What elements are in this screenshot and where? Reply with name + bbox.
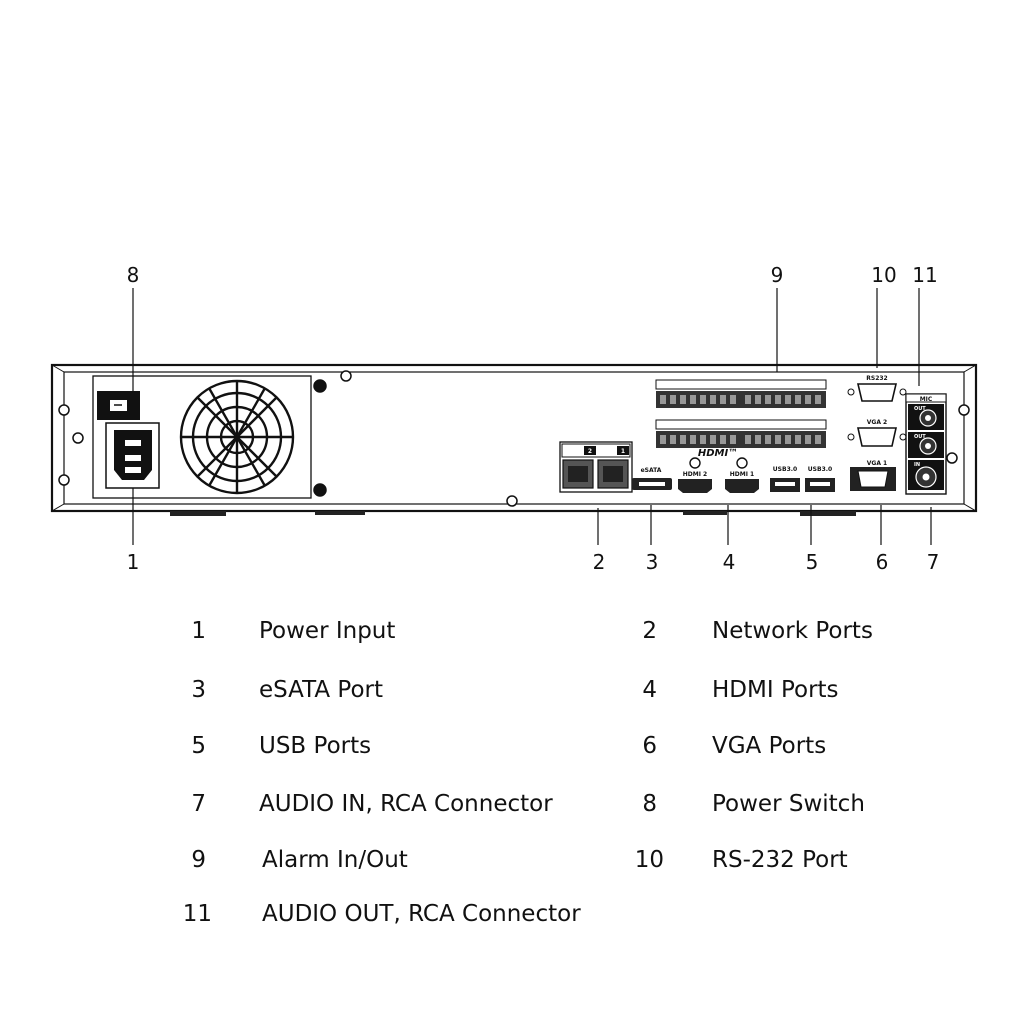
legend-number: 4 (642, 677, 657, 703)
audio-panel: MIC OUT OUT IN (905, 393, 947, 495)
legend-number: 1 (191, 618, 206, 644)
legend-label: VGA Ports (712, 733, 827, 759)
rs232-label: RS232 (866, 375, 887, 382)
legend-number: 8 (642, 791, 657, 817)
legend-number: 3 (191, 677, 206, 703)
vga1-label: VGA 1 (867, 460, 887, 467)
legend-label: USB Ports (259, 733, 372, 759)
callout-3: 3 (646, 550, 659, 574)
callout-2: 2 (593, 550, 606, 574)
vga-port-1[interactable] (857, 470, 889, 488)
screw (340, 370, 352, 382)
net-port-2-label: 2 (588, 448, 592, 455)
alarm-terminal-blocks (655, 379, 827, 448)
legend-number: 7 (191, 791, 206, 817)
legend-number: 11 (182, 901, 212, 927)
legend-label: RS-232 Port (712, 847, 848, 873)
screw (313, 379, 327, 393)
hdmi1-label: HDMI 1 (730, 471, 754, 478)
esata-label: eSATA (641, 467, 662, 474)
screw (506, 495, 518, 507)
leader-lines (132, 288, 932, 545)
callout-11: 11 (912, 263, 937, 287)
net-port-1-label: 1 (621, 448, 625, 455)
audio-out2-label: OUT (914, 434, 926, 440)
callout-numbers: 8 9 10 11 1 2 3 4 5 6 7 (127, 263, 940, 574)
legend-number: 10 (634, 847, 664, 873)
usb-ports: USB3.0 USB3.0 (770, 466, 835, 492)
callout-10: 10 (871, 263, 896, 287)
network-ports: 2 1 (559, 441, 633, 493)
vga-port-2[interactable] (857, 427, 897, 447)
legend-label: Power Input (259, 618, 396, 644)
audio-in-label: IN (914, 462, 920, 468)
legend-label: Power Switch (712, 791, 865, 817)
serial-and-vga: RS232 VGA 2 VGA 1 (847, 375, 907, 491)
legend-label: HDMI Ports (712, 677, 839, 703)
power-supply (92, 375, 312, 499)
screw (58, 404, 70, 416)
callout-4: 4 (723, 550, 736, 574)
hdmi-port-1[interactable] (725, 479, 759, 493)
hdmi-ports: HDMI 2 HDMI 1 HDMI™ (678, 448, 759, 493)
legend-label: eSATA Port (259, 677, 384, 703)
legend-label: AUDIO OUT, RCA Connector (262, 901, 581, 927)
hdmi-logo: HDMI™ (698, 448, 738, 459)
callout-6: 6 (876, 550, 889, 574)
callout-9: 9 (771, 263, 784, 287)
hdmi-port-2[interactable] (678, 479, 712, 493)
rs232-port[interactable] (856, 383, 898, 402)
audio-out1-label: OUT (914, 406, 926, 412)
legend-number: 6 (642, 733, 657, 759)
legend-number: 2 (642, 618, 657, 644)
callout-1: 1 (127, 550, 140, 574)
legend-label: Alarm In/Out (262, 847, 408, 873)
screw (72, 432, 84, 444)
legend-number: 5 (191, 733, 206, 759)
legend-label: Network Ports (712, 618, 873, 644)
legend-label: AUDIO IN, RCA Connector (259, 791, 553, 817)
hdmi2-label: HDMI 2 (683, 471, 707, 478)
screw (958, 404, 970, 416)
mic-label: MIC (920, 396, 933, 403)
vga2-label: VGA 2 (867, 419, 887, 426)
esata-port[interactable]: eSATA (632, 467, 672, 490)
usb-label-b: USB3.0 (808, 466, 832, 473)
callout-5: 5 (806, 550, 819, 574)
screw (58, 474, 70, 486)
callout-8: 8 (127, 263, 140, 287)
callout-7: 7 (927, 550, 940, 574)
legend-number: 9 (191, 847, 206, 873)
usb-label-a: USB3.0 (773, 466, 797, 473)
nvr-rear-panel-diagram: 2 1 eSATA HDMI 2 HDMI 1 HDMI™ USB3.0 USB… (50, 263, 978, 574)
screw (946, 452, 958, 464)
screw (313, 483, 327, 497)
